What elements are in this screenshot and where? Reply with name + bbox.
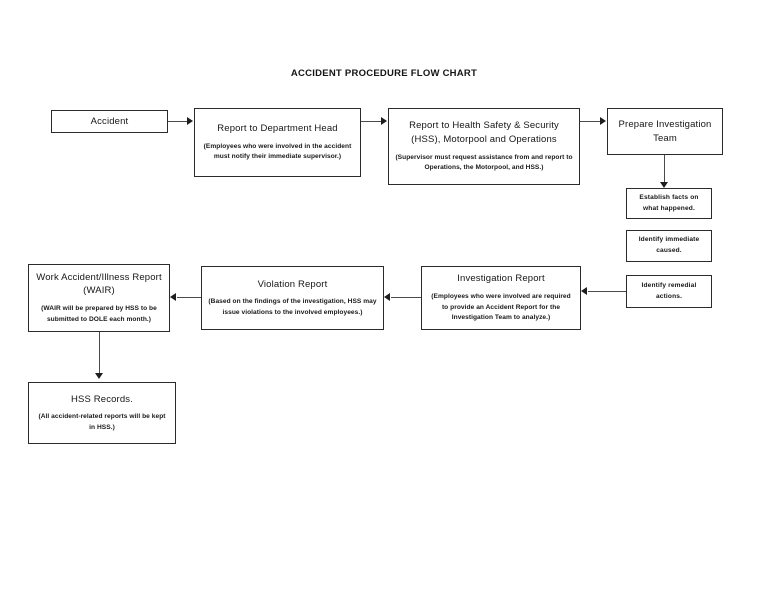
node-report-hss-title: Report to Health Safety & Security (HSS)…	[409, 120, 559, 145]
node-identify-remedial-actions[interactable]: Identify remedial actions.	[626, 275, 712, 308]
node-report-department-head[interactable]: Report to Department Head (Employees who…	[194, 108, 361, 177]
node-violation-report[interactable]: Violation Report (Based on the findings …	[201, 266, 384, 330]
node-prepare-investigation-team[interactable]: Prepare Investigation Team	[607, 108, 723, 155]
connector-prepare-team-to-establish-facts	[664, 155, 666, 184]
node-wair-note: (WAIR will be prepared by HSS to be subm…	[41, 305, 157, 323]
connector-remedial-to-investigation	[588, 291, 626, 293]
node-hss-records-note: (All accident-related reports will be ke…	[38, 413, 166, 431]
node-establish-facts-title: Establish facts on what happened.	[639, 193, 699, 212]
node-report-hss-note: (Supervisor must request assistance from…	[395, 153, 573, 172]
arrowhead-violation-to-wair	[170, 293, 176, 301]
node-investigation-report-note: (Employees who were involved are require…	[431, 293, 571, 322]
arrowhead-remedial-to-investigation	[581, 287, 587, 295]
connector-dept-head-to-hss	[361, 121, 382, 123]
node-accident-title: Accident	[90, 115, 129, 127]
arrowhead-wair-to-hss-records	[95, 373, 103, 379]
arrowhead-investigation-to-violation	[384, 293, 390, 301]
node-violation-report-note: (Based on the findings of the investigat…	[208, 298, 377, 316]
node-identify-immediate-cause[interactable]: Identify immediate caused.	[626, 230, 712, 262]
node-establish-facts[interactable]: Establish facts on what happened.	[626, 188, 712, 219]
connector-investigation-to-violation	[391, 297, 421, 299]
node-report-department-head-title: Report to Department Head	[217, 123, 338, 135]
page-title: ACCIDENT PROCEDURE FLOW CHART	[290, 68, 478, 79]
connector-hss-to-prepare-team	[580, 121, 601, 123]
node-accident[interactable]: Accident	[51, 110, 168, 133]
node-wair[interactable]: Work Accident/Illness Report (WAIR) (WAI…	[28, 264, 170, 332]
connector-violation-to-wair	[177, 297, 201, 299]
node-prepare-investigation-team-title: Prepare Investigation Team	[618, 118, 712, 144]
node-hss-records[interactable]: HSS Records. (All accident-related repor…	[28, 382, 176, 444]
arrowhead-hss-to-prepare-team	[600, 117, 606, 125]
connector-accident-to-dept-head	[168, 121, 188, 123]
node-violation-report-title: Violation Report	[257, 278, 328, 290]
node-report-hss[interactable]: Report to Health Safety & Security (HSS)…	[388, 108, 580, 185]
arrowhead-accident-to-dept-head	[187, 117, 193, 125]
node-hss-records-title: HSS Records.	[71, 393, 133, 405]
connector-wair-to-hss-records	[99, 332, 101, 375]
node-investigation-report[interactable]: Investigation Report (Employees who were…	[421, 266, 581, 330]
node-identify-immediate-cause-title: Identify immediate caused.	[638, 236, 700, 254]
node-identify-remedial-actions-title: Identify remedial actions.	[641, 281, 697, 300]
node-investigation-report-title: Investigation Report	[457, 273, 545, 285]
node-wair-title: Work Accident/Illness Report (WAIR)	[36, 271, 162, 297]
arrowhead-prepare-team-to-establish-facts	[660, 182, 668, 188]
arrowhead-dept-head-to-hss	[381, 117, 387, 125]
node-report-department-head-note: (Employees who were involved in the acci…	[203, 142, 352, 161]
